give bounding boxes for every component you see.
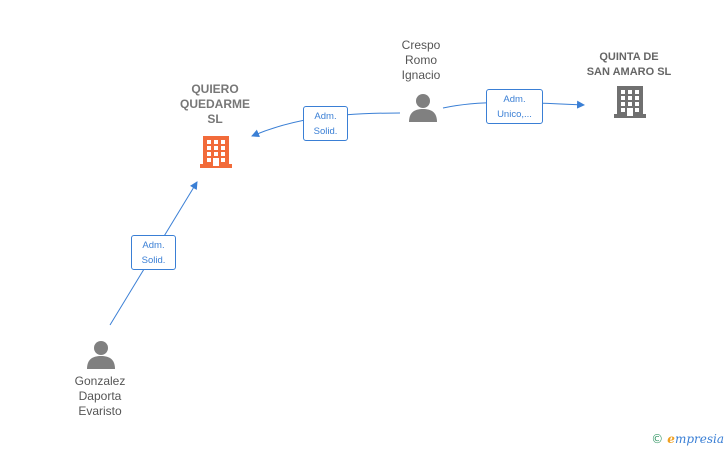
person-icon[interactable] [86,339,116,374]
person-name-line: Gonzalez [74,374,126,388]
edge-label-crespo-quinta[interactable]: Adm. Unico,... [486,89,543,124]
company-name-line: QUIERO [191,82,239,96]
company-name-line: QUEDARME [179,97,250,111]
company-name-line: QUINTA DE [599,51,659,63]
building-icon[interactable] [200,134,232,173]
person-name-crespo-romo-ignacio[interactable]: Crespo Romo Ignacio [381,38,461,83]
building-icon[interactable] [614,84,646,123]
person-name-gonzalez-daporta-evaristo[interactable]: Gonzalez Daporta Evaristo [58,374,142,419]
empresia-brand[interactable]: ©empresia [651,432,724,446]
company-name-quiero-quedarme[interactable]: QUIERO QUEDARME SL [160,82,270,127]
company-name-line: SAN AMARO SL [586,66,672,78]
edge-label-line: Adm. [142,240,165,251]
person-name-line: Evaristo [78,404,122,418]
brand-initial: e [667,432,675,446]
edge-label-line: Solid. [141,255,166,266]
edge-label-line: Unico,... [497,109,532,120]
copyright-icon: © [651,432,664,446]
edge-label-line: Solid. [313,126,338,137]
edge-label-crespo-quiero[interactable]: Adm. Solid. [303,106,348,141]
company-name-quinta-de-san-amaro[interactable]: QUINTA DE SAN AMARO SL [570,50,688,80]
person-name-line: Ignacio [401,68,441,82]
person-name-line: Romo [404,53,437,67]
edge-label-line: Adm. [314,111,337,122]
brand-name: mpresia [674,432,724,446]
person-icon[interactable] [408,92,438,127]
edge-label-gonzalez-quiero[interactable]: Adm. Solid. [131,235,176,270]
company-name-line: SL [207,112,223,126]
edge-label-line: Adm. [503,94,526,105]
person-name-line: Daporta [78,389,122,403]
person-name-line: Crespo [401,38,441,52]
